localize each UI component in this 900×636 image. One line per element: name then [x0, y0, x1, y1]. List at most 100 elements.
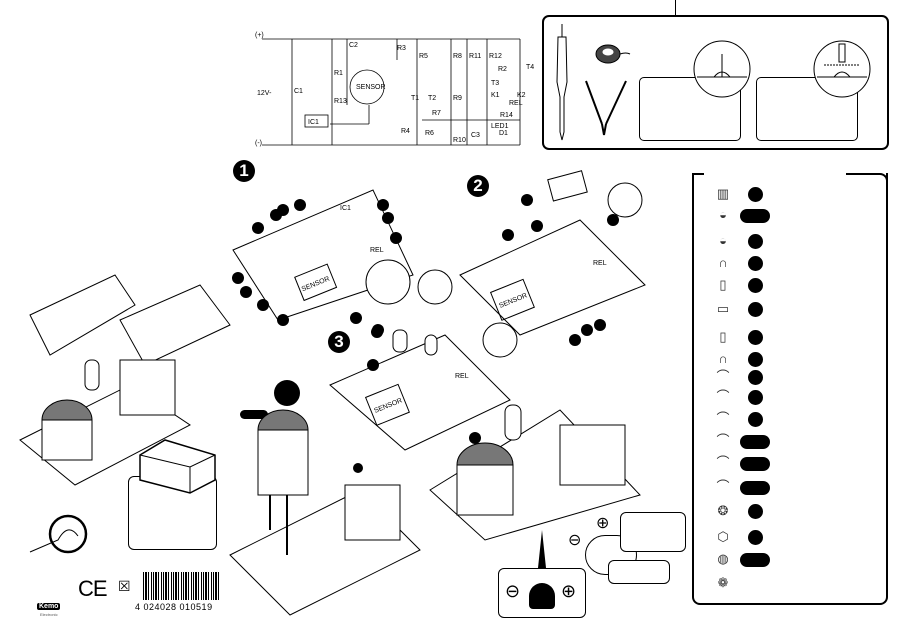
step-3-badge: 3 [328, 331, 350, 353]
kemo-logo-subtitle: Electronic [40, 612, 58, 617]
voltage-regulator-part [547, 170, 588, 202]
sensor-socket-icon: ❁ [717, 575, 729, 590]
label-r6: R6 [425, 130, 434, 137]
sensor-socket-marker [240, 410, 268, 419]
label-t4: T4 [526, 64, 534, 71]
label-r12: R12 [489, 53, 502, 60]
resistor-icon: ⌒ [716, 455, 730, 470]
label-t2: T2 [428, 95, 436, 102]
parts-list-row: ⌒ [712, 388, 792, 406]
resistor-icon: ⌒ [716, 433, 730, 448]
parts-list-panel [692, 173, 888, 605]
parts-list-row: ⬡ [712, 528, 792, 546]
supply-minus-label: (-) [255, 140, 262, 147]
part-marker-dot [748, 370, 763, 385]
parts-list-row: ▯ [712, 276, 792, 294]
gas-sensor-part [456, 464, 514, 516]
label-k1: K1 [491, 92, 500, 99]
ceramic-capacitor-icon: ∩ [718, 351, 728, 366]
diode-icon: ∩ [718, 255, 728, 270]
parts-list-row: ❂ [712, 502, 792, 520]
part-marker-dot [748, 234, 763, 249]
trimmer-potentiometer-icon: ❂ [717, 503, 729, 518]
parts-list-row: ⌒ [712, 478, 792, 496]
solder-joint-magnifier-icon [693, 40, 751, 98]
label-led1: LED1 [491, 123, 509, 130]
resistor-icon: ⌒ [716, 411, 730, 426]
power-label-callout [608, 560, 670, 584]
led-part [424, 334, 438, 356]
ce-mark: CE [78, 576, 108, 601]
step-1-rel-label: REL [370, 247, 384, 254]
part-marker-dot [748, 256, 763, 271]
label-r14: R14 [500, 112, 513, 119]
transistor-icon: ◒ [719, 207, 727, 222]
parts-list-row: ◒ [712, 232, 792, 250]
parts-list-row: ▯ [712, 328, 792, 346]
parts-list-row: ∩ [712, 254, 792, 272]
relay-part [559, 424, 626, 486]
circuit-schematic: (+) (-) 12V- C1 C2 R1 R13 IC1 R3 SENSOR … [255, 32, 534, 147]
parts-list-row: ⌒ [712, 368, 792, 386]
resistor-icon: ⌒ [716, 479, 730, 494]
part-marker-dot [748, 302, 763, 317]
relay-part [344, 484, 401, 541]
label-r9: R9 [453, 95, 462, 102]
side-cutter-icon [585, 80, 627, 136]
supply-plus-label: (+) [255, 32, 264, 39]
label-t3: T3 [491, 80, 499, 87]
voltage-regulator-icon: ▥ [716, 186, 730, 201]
label-r13: R13 [334, 98, 347, 105]
part-value-label-placeholder [740, 553, 770, 567]
transistor-icon: ◒ [719, 233, 727, 248]
part-value-label-placeholder [740, 435, 770, 449]
label-r5: R5 [419, 53, 428, 60]
step-2-badge: 2 [467, 175, 489, 197]
parts-list-row: ▭ [712, 300, 792, 318]
voltage-label: 12V- [257, 90, 272, 97]
step-2-rel-label: REL [593, 260, 607, 267]
label-c1: C1 [294, 88, 303, 95]
label-r7: R7 [432, 110, 441, 117]
label-k2: K2 [517, 92, 526, 99]
solder-wire-icon [595, 44, 631, 64]
label-t1: T1 [411, 95, 419, 102]
relay-icon: ⬡ [717, 529, 729, 544]
soldering-iron-icon [556, 24, 568, 141]
diode-polarity-magnifier [365, 259, 411, 305]
part-marker-dot [748, 412, 763, 427]
label-c2: C2 [349, 42, 358, 49]
label-r8: R8 [453, 53, 462, 60]
led-polarity-magnifier [482, 322, 518, 358]
pcb-boards-top [29, 274, 231, 366]
transistor-orientation-magnifier [607, 182, 643, 218]
part-marker-dot [748, 390, 763, 405]
parts-list-row: ∩ [712, 350, 792, 368]
step-2-board: SENSOR REL [459, 170, 646, 346]
assembled-board-left [19, 359, 191, 486]
step-1-ic-label: IC1 [340, 205, 351, 212]
kemo-logo: Kemo [37, 603, 61, 610]
tools-panel-connector [675, 0, 676, 15]
label-sensor: SENSOR [356, 84, 386, 91]
power-plus-icon: ⊕ [596, 515, 610, 532]
cut-lead-magnifier-icon [813, 40, 871, 98]
relay-output-callout [620, 512, 686, 552]
relay-part [119, 359, 176, 416]
label-r11: R11 [469, 53, 481, 60]
parts-list-row: ◍ [712, 550, 792, 568]
power-minus-icon: ⊖ [568, 532, 582, 549]
label-r2: R2 [498, 66, 507, 73]
part-marker-dot [748, 504, 763, 519]
gas-sensor-icon: ◍ [717, 551, 729, 566]
decrease-icon: ⊖ [505, 581, 521, 601]
resistor-icon: ⌒ [716, 389, 730, 404]
barcode-number: 4 024028 010519 [135, 602, 213, 612]
part-value-label-placeholder [740, 457, 770, 471]
capacitor-part [504, 404, 522, 441]
final-board [429, 404, 641, 541]
part-marker [232, 272, 244, 284]
label-rel-contact: REL [509, 100, 523, 107]
callout-pointer [538, 530, 546, 568]
led-icon: ▯ [719, 277, 727, 292]
